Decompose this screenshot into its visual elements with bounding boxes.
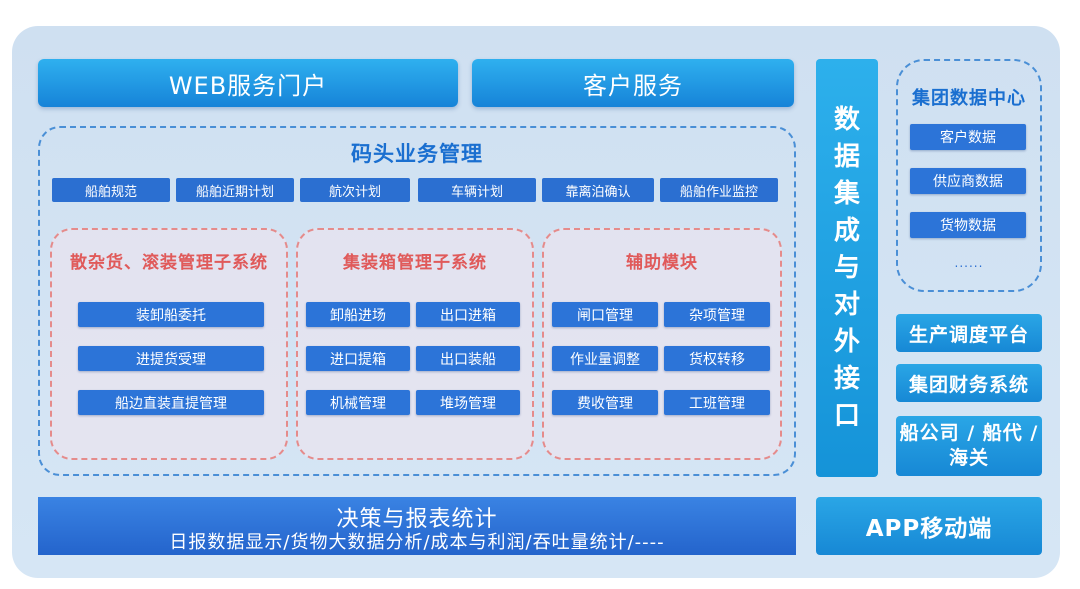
aux-item-1: 杂项管理 bbox=[664, 302, 770, 327]
bulk-subsystem-title: 散杂货、滚装管理子系统 bbox=[70, 253, 268, 273]
group-data-item-1: 供应商数据 bbox=[910, 168, 1026, 194]
wharf-chip-2: 航次计划 bbox=[300, 178, 410, 202]
wharf-management-title: 码头业务管理 bbox=[351, 142, 483, 166]
container-subsystem-title: 集装箱管理子系统 bbox=[343, 253, 487, 273]
aux-item-3: 货权转移 bbox=[664, 346, 770, 371]
container-item-1: 出口进箱 bbox=[416, 302, 520, 327]
container-item-4: 机械管理 bbox=[306, 390, 410, 415]
shipping-customs-block: 船公司 / 船代 / 海关 bbox=[896, 416, 1042, 476]
aux-item-5: 工班管理 bbox=[664, 390, 770, 415]
integration-char-3: 成 bbox=[833, 215, 860, 246]
integration-char-1: 据 bbox=[833, 141, 860, 172]
bulk-item-2: 船边直装直提管理 bbox=[78, 390, 264, 415]
integration-char-2: 集 bbox=[833, 178, 860, 209]
wharf-chip-3: 车辆计划 bbox=[418, 178, 536, 202]
app-mobile-block: APP移动端 bbox=[816, 497, 1042, 555]
app-mobile-label: APP移动端 bbox=[865, 516, 993, 542]
bulk-item-0: 装卸船委托 bbox=[78, 302, 264, 327]
integration-char-5: 对 bbox=[833, 289, 860, 320]
shipping-customs-label-1: 船公司 / 船代 / bbox=[899, 422, 1039, 444]
wharf-chip-0: 船舶规范 bbox=[52, 178, 170, 202]
group-data-more: ...... bbox=[954, 256, 984, 270]
aux-module: 辅助模块 bbox=[542, 228, 782, 460]
aux-item-4: 费收管理 bbox=[552, 390, 658, 415]
integration-char-7: 接 bbox=[833, 363, 860, 394]
group-data-item-2: 货物数据 bbox=[910, 212, 1026, 238]
container-item-0: 卸船进场 bbox=[306, 302, 410, 327]
bulk-subsystem: 散杂货、滚装管理子系统 bbox=[50, 228, 288, 460]
group-finance-block: 集团财务系统 bbox=[896, 364, 1042, 402]
integration-char-6: 外 bbox=[833, 326, 860, 357]
shipping-customs-label-2: 海关 bbox=[948, 447, 989, 469]
integration-char-0: 数 bbox=[833, 104, 860, 135]
group-data-center bbox=[896, 59, 1042, 292]
production-scheduling-label: 生产调度平台 bbox=[908, 323, 1029, 346]
wharf-management-container bbox=[38, 126, 796, 476]
customer-service-label: 客户服务 bbox=[583, 71, 683, 100]
bulk-item-1: 进提货受理 bbox=[78, 346, 264, 371]
container-subsystem: 集装箱管理子系统 bbox=[296, 228, 534, 460]
aux-module-title: 辅助模块 bbox=[626, 253, 698, 273]
decision-reporting-block: 决策与报表统计 日报数据显示/货物大数据分析/成本与利润/吞吐量统计/---- bbox=[38, 497, 796, 555]
decision-reporting-subtitle: 日报数据显示/货物大数据分析/成本与利润/吞吐量统计/---- bbox=[169, 532, 665, 553]
integration-char-8: 口 bbox=[833, 400, 860, 431]
wharf-chip-5: 船舶作业监控 bbox=[660, 178, 778, 202]
customer-service-block: 客户服务 bbox=[472, 59, 794, 107]
aux-item-0: 闸口管理 bbox=[552, 302, 658, 327]
web-portal-label: WEB服务门户 bbox=[168, 71, 328, 100]
group-data-item-0: 客户数据 bbox=[910, 124, 1026, 150]
aux-item-2: 作业量调整 bbox=[552, 346, 658, 371]
wharf-chip-1: 船舶近期计划 bbox=[176, 178, 294, 202]
web-portal-block: WEB服务门户 bbox=[38, 59, 458, 107]
container-item-2: 进口提箱 bbox=[306, 346, 410, 371]
integration-char-4: 与 bbox=[833, 252, 860, 283]
group-data-center-title: 集团数据中心 bbox=[912, 88, 1026, 109]
data-integration-bar: 数 据 集 成 与 对 外 接 口 bbox=[816, 59, 878, 477]
production-scheduling-block: 生产调度平台 bbox=[896, 314, 1042, 352]
group-finance-label: 集团财务系统 bbox=[908, 373, 1029, 396]
wharf-chip-4: 靠离泊确认 bbox=[542, 178, 654, 202]
decision-reporting-title: 决策与报表统计 bbox=[336, 507, 498, 532]
container-item-3: 出口装船 bbox=[416, 346, 520, 371]
container-item-5: 堆场管理 bbox=[416, 390, 520, 415]
